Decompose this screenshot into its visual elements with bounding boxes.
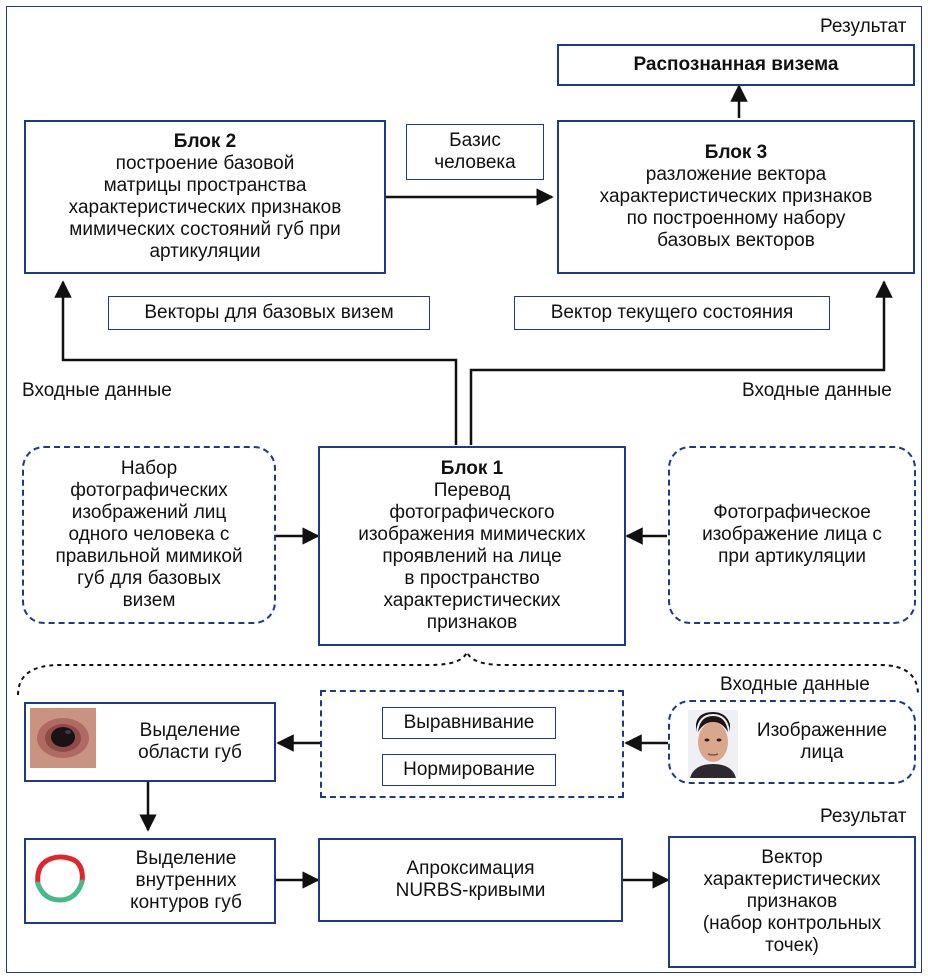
block2-line: построение базовой: [115, 153, 295, 174]
block1-title: Блок 1: [440, 458, 504, 479]
block1-line: фотографического: [389, 502, 555, 523]
arrow-block1-to-block2: [54, 280, 458, 445]
block1-line: Перевод: [433, 480, 511, 501]
lip-contour-graphic: [35, 854, 85, 903]
face-image-box: Изображенние лица: [668, 700, 916, 784]
photo-single-line: при артикуляции: [718, 546, 866, 567]
vectors-base-text: Векторы для базовых визем: [144, 302, 394, 323]
approximation-line: NURBS-кривыми: [395, 880, 546, 901]
result-label-top: Результат: [820, 16, 907, 37]
inner-contours-line: внутренних: [135, 870, 237, 891]
alignment-text: Выравнивание: [403, 712, 535, 733]
block2-line: артикуляции: [149, 241, 261, 262]
approximation-box: Апроксимация NURBS-кривыми: [318, 838, 623, 922]
face-image-line: Изображенние: [756, 720, 888, 741]
block3-line: характеристических признаков: [599, 186, 873, 207]
block2: Блок 2 построение базовой матрицы простр…: [24, 120, 386, 274]
block2-line: мимических состояний губ при: [69, 219, 341, 240]
vector-current-box: Вектор текущего состояния: [514, 296, 830, 330]
photo-set-line: Набор: [120, 458, 178, 479]
block3-line: базовых векторов: [657, 230, 815, 251]
block1-line: проявлений на лице: [382, 546, 562, 567]
lips-photo: [30, 708, 96, 768]
photo-set-line: изображений лиц: [71, 502, 227, 523]
block1-line: характеристических: [383, 590, 561, 611]
photo-set-line: губ для базовых: [77, 568, 221, 589]
preprocess-group: [320, 690, 624, 798]
block1: Блок 1 Перевод фотографического изображе…: [318, 446, 626, 646]
alignment-box: Выравнивание: [382, 707, 556, 739]
recognized-viseme-box: Распознанная визема: [557, 44, 915, 86]
basis-box: Базис человека: [406, 124, 544, 180]
result-label-bottom: Результат: [820, 806, 907, 827]
inner-contours-box: Выделение внутренних контуров губ: [24, 838, 276, 924]
block3-line: по построенному набору: [626, 208, 846, 229]
feature-vector-box: Вектор характеристических признаков (наб…: [668, 836, 916, 968]
basis-line: Базис: [449, 130, 501, 151]
photo-set-line: правильной мимикой: [55, 546, 243, 567]
photo-set-line: фотографических: [70, 480, 228, 501]
block3: Блок 3 разложение вектора характеристиче…: [557, 120, 915, 274]
basis-line: человека: [434, 152, 516, 173]
block1-line: в пространство: [404, 568, 540, 589]
input-label-left: Входные данные: [22, 380, 172, 401]
vectors-base-box: Векторы для базовых визем: [108, 296, 430, 330]
feature-vector-line: точек): [765, 935, 819, 956]
input-label-lower: Входные данные: [720, 674, 870, 695]
feature-vector-line: признаков: [746, 891, 838, 912]
outer-frame: [6, 6, 922, 973]
block3-title: Блок 3: [704, 142, 768, 163]
normalization-text: Нормирование: [403, 759, 535, 780]
face-photo: [688, 710, 738, 778]
normalization-box: Нормирование: [382, 754, 556, 786]
block2-title: Блок 2: [173, 131, 237, 152]
vector-current-text: Вектор текущего состояния: [550, 302, 794, 323]
feature-vector-line: характеристических: [703, 869, 881, 890]
inner-contours-line: Выделение: [135, 848, 237, 869]
feature-vector-line: Вектор: [761, 847, 823, 868]
lip-region-line: Выделение: [139, 720, 241, 741]
photo-single-line: изображение лица с: [702, 524, 882, 545]
input-label-right: Входные данные: [742, 380, 892, 401]
approximation-line: Апроксимация: [406, 858, 535, 879]
lip-region-line: области губ: [138, 742, 242, 763]
photo-set-box: Набор фотографических изображений лиц од…: [22, 446, 276, 624]
block3-line: разложение вектора: [645, 164, 827, 185]
block1-line: признаков: [426, 612, 518, 633]
block2-line: матрицы пространства: [103, 175, 307, 196]
photo-set-line: визем: [122, 590, 176, 611]
feature-vector-line: (набор контрольных: [702, 913, 882, 934]
photo-single-line: Фотографическое: [713, 502, 871, 523]
recognized-viseme-text: Распознанная визема: [633, 54, 839, 75]
block2-line: характеристических признаков: [68, 197, 342, 218]
inner-contours-line: контуров губ: [130, 892, 242, 913]
face-image-line: лица: [800, 742, 844, 763]
photo-set-line: одного человека с: [68, 524, 230, 545]
arrow-block1-to-block3: [469, 280, 893, 445]
photo-single-box: Фотографическое изображение лица с при а…: [668, 446, 916, 624]
block1-line: изображения мимических: [358, 524, 586, 545]
